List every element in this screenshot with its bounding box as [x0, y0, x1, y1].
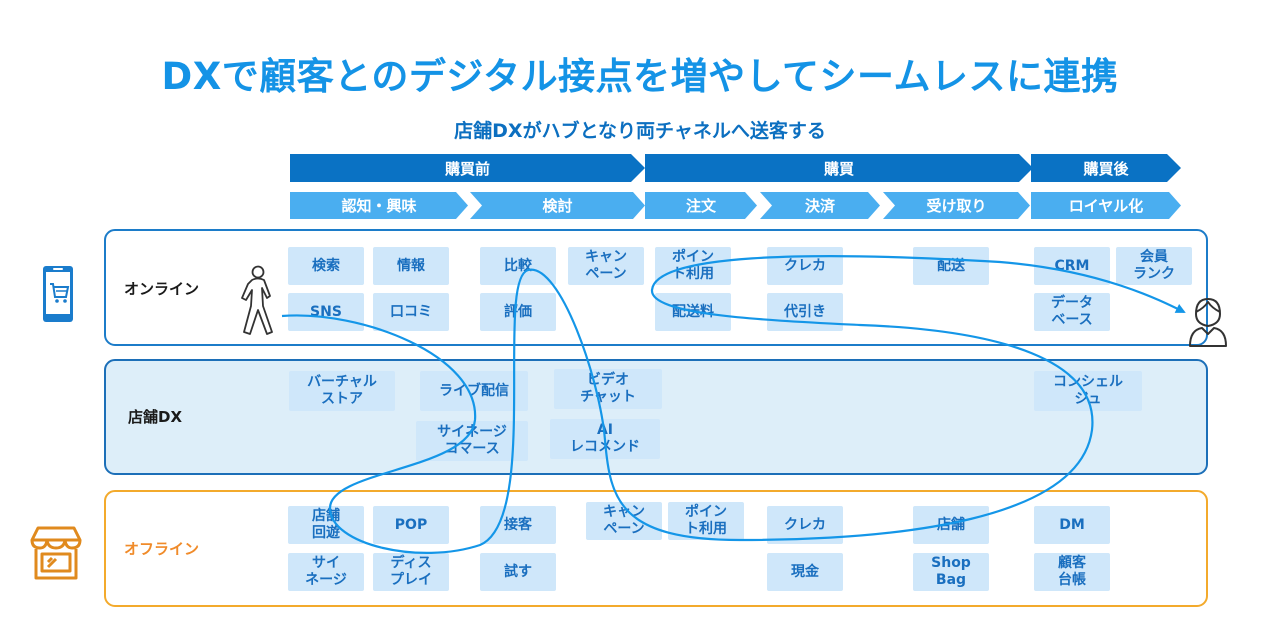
store-item-virtual-store: バーチャル ストア [289, 371, 395, 411]
phase-arrow-purchase: 購買 [645, 154, 1033, 182]
online-item-info: 情報 [373, 247, 449, 285]
online-item-shipping-fee: 配送料 [655, 293, 731, 331]
step-arrow-awareness: 認知・興味 [290, 192, 468, 219]
phase-arrow-pre-purchase: 購買前 [290, 154, 645, 182]
step-label: 認知・興味 [341, 197, 417, 215]
online-lane-label: オンライン [124, 280, 200, 298]
step-label: 決済 [804, 197, 835, 215]
step-arrow-consideration: 検討 [470, 192, 645, 219]
customer-avatar-icon [1189, 298, 1227, 347]
step-arrow-receipt: 受け取り [883, 192, 1030, 219]
walking-person-icon [241, 265, 273, 335]
step-label: ロイヤル化 [1068, 197, 1144, 215]
online-item-search: 検索 [288, 247, 364, 285]
store-dx-lane-label: 店舗DX [128, 408, 183, 426]
store-item-ai-recommend: AI レコメンド [550, 419, 660, 459]
online-item-compare: 比較 [480, 247, 556, 285]
store-item-live-stream: ライブ配信 [420, 371, 528, 411]
online-item-reviews: 口コミ [373, 293, 449, 331]
online-item-credit-card: クレカ [767, 247, 843, 285]
offline-lane-label: オフライン [124, 540, 200, 558]
storefront-icon [30, 526, 82, 580]
offline-item-display: ディス プレイ [373, 553, 449, 591]
store-item-signage-commerce: サイネージ コマース [416, 421, 528, 461]
offline-item-store: 店舗 [913, 506, 989, 544]
page-title: DXで顧客とのデジタル接点を増やしてシームレスに連携 [161, 55, 1119, 98]
online-item-database: データ ベース [1034, 293, 1110, 331]
offline-item-store-tour: 店舗 回遊 [288, 506, 364, 544]
online-item-member-rank: 会員 ランク [1116, 247, 1192, 285]
offline-item-campaign: キャン ペーン [586, 502, 662, 540]
store-item-concierge: コンシェル ジュ [1034, 371, 1142, 411]
smartphone-icon [43, 266, 73, 322]
offline-item-shop-bag: Shop Bag [913, 553, 989, 591]
offline-item-credit-card: クレカ [767, 506, 843, 544]
offline-item-signage: サイ ネージ [288, 553, 364, 591]
online-item-rating: 評価 [480, 293, 556, 331]
online-item-sns: SNS [288, 293, 364, 331]
online-item-delivery: 配送 [913, 247, 989, 285]
phase-label: 購買前 [444, 159, 490, 178]
online-item-crm: CRM [1034, 247, 1110, 285]
online-item-cash-on-delivery: 代引き [767, 293, 843, 331]
offline-item-cash: 現金 [767, 553, 843, 591]
step-arrow-loyalty: ロイヤル化 [1031, 192, 1181, 219]
phase-label: 購買後 [1083, 159, 1129, 178]
offline-item-customer-ledger: 顧客 台帳 [1034, 553, 1110, 591]
step-label: 受け取り [926, 197, 987, 215]
online-item-points: ポイン ト利用 [655, 247, 731, 285]
store-item-video-chat: ビデオ チャット [554, 369, 662, 409]
step-arrow-order: 注文 [645, 192, 757, 219]
offline-item-dm: DM [1034, 506, 1110, 544]
phase-label: 購買 [823, 159, 854, 178]
phase-arrow-post-purchase: 購買後 [1031, 154, 1181, 182]
offline-item-customer-service: 接客 [480, 506, 556, 544]
step-label: 注文 [685, 197, 716, 215]
step-arrow-payment: 決済 [760, 192, 880, 219]
offline-item-points: ポイン ト利用 [668, 502, 744, 540]
step-label: 検討 [542, 197, 573, 215]
offline-item-try-on: 試す [480, 553, 556, 591]
page-subtitle: 店舗DXがハブとなり両チャネルへ送客する [454, 120, 826, 142]
offline-item-pop: POP [373, 506, 449, 544]
online-item-campaign: キャン ペーン [568, 247, 644, 285]
